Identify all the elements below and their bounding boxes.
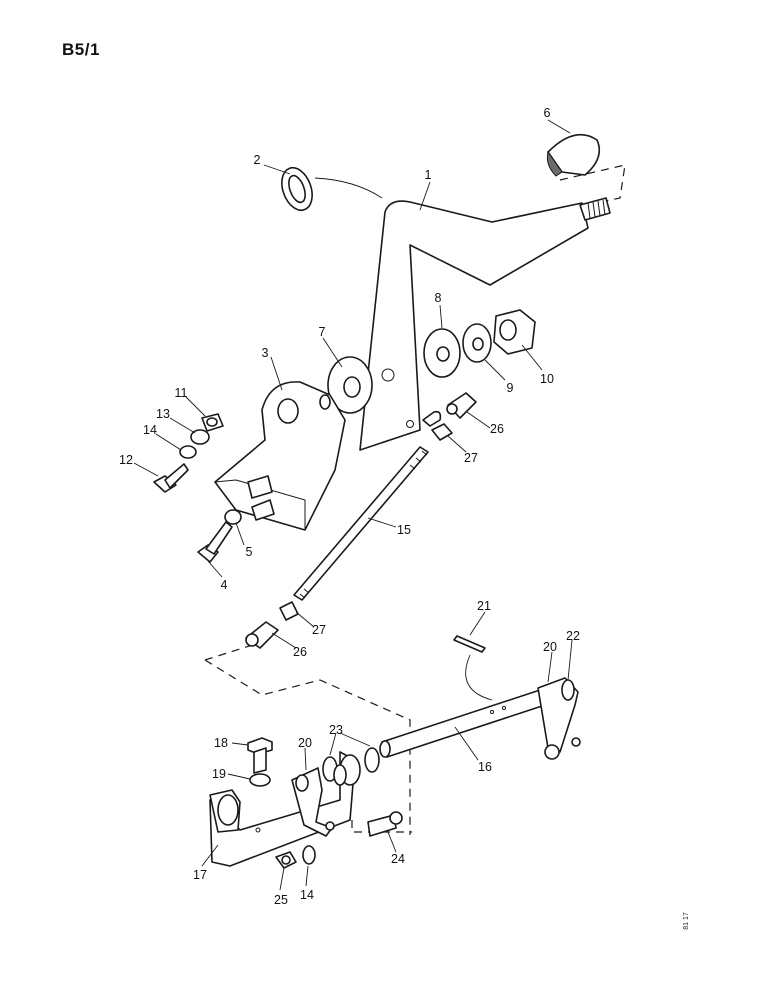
callout-10: 10: [540, 372, 554, 386]
washer-14-lower: [302, 845, 316, 865]
selector-lever-22: [537, 677, 581, 760]
callout-27-upper: 27: [464, 451, 478, 465]
callout-7: 7: [319, 325, 326, 339]
callout-14-lower: 14: [300, 888, 314, 902]
selector-rod: [293, 446, 429, 601]
callout-1: 1: [425, 168, 432, 182]
mounting-bracket: [214, 381, 346, 531]
bolt-12: [153, 463, 189, 493]
gaiter: [281, 166, 313, 212]
lower-assembly-outline-2: [351, 820, 412, 833]
callout-9: 9: [507, 381, 514, 395]
gear-knob: [546, 133, 601, 177]
callout-4: 4: [221, 578, 228, 592]
callout-23: 23: [329, 723, 343, 737]
washer-23b: [364, 747, 380, 773]
washer-19: [249, 773, 271, 787]
nut-25: [275, 851, 297, 869]
callout-15: 15: [397, 523, 411, 537]
washer-8: [423, 328, 461, 378]
callout-27-lower: 27: [312, 623, 326, 637]
callout-13: 13: [156, 407, 170, 421]
callout-3: 3: [262, 346, 269, 360]
callout-19: 19: [212, 767, 226, 781]
washer-5: [224, 509, 242, 525]
callout-12: 12: [119, 453, 133, 467]
callout-17: 17: [193, 868, 207, 882]
cross-shaft: [379, 689, 546, 758]
callout-14: 14: [143, 423, 157, 437]
nut-11: [201, 413, 224, 432]
gear-lever: [359, 197, 611, 451]
leader-lines: [133, 119, 573, 891]
callout-6: 6: [544, 106, 551, 120]
gaiter-arrow: [314, 177, 383, 199]
callout-5: 5: [246, 545, 253, 559]
ball-joint-26-upper: [446, 392, 477, 419]
bolt-4: [197, 521, 233, 563]
nut-10: [493, 309, 536, 355]
washer-13: [190, 429, 210, 445]
callout-11: 11: [175, 386, 188, 400]
pivot-washer-7: [327, 356, 373, 414]
bolt-18: [247, 737, 273, 774]
callout-25: 25: [274, 893, 288, 907]
callout-16: 16: [478, 760, 492, 774]
callout-20-lower: 20: [298, 736, 312, 750]
stud-24: [367, 811, 403, 837]
nut-27-upper: [431, 423, 453, 441]
callout-labels: 1 2 3 4 5 6 7 8 9 10 11 13 14 12 26 27 1…: [119, 106, 580, 907]
washer-9: [462, 323, 492, 363]
pin-arrow: [465, 654, 493, 701]
page-title: B5/1: [62, 40, 100, 59]
callout-2: 2: [254, 153, 261, 167]
callout-18: 18: [214, 736, 228, 750]
callout-22: 22: [566, 629, 580, 643]
nut-27-lower: [279, 601, 299, 621]
support-bracket-17: [209, 751, 361, 867]
callout-26-upper: 26: [490, 422, 504, 436]
figure-reference: 81 17: [683, 912, 690, 930]
lever-pin: [422, 410, 442, 427]
ball-joint-26-lower: [245, 621, 279, 649]
callout-8: 8: [435, 291, 442, 305]
washer-14: [179, 445, 197, 459]
clamp-20-lower: [291, 767, 335, 837]
callout-26-lower: 26: [293, 645, 307, 659]
callout-24: 24: [391, 852, 405, 866]
callout-20-right: 20: [543, 640, 557, 654]
callout-21: 21: [477, 599, 491, 613]
roll-pin: [453, 635, 486, 653]
